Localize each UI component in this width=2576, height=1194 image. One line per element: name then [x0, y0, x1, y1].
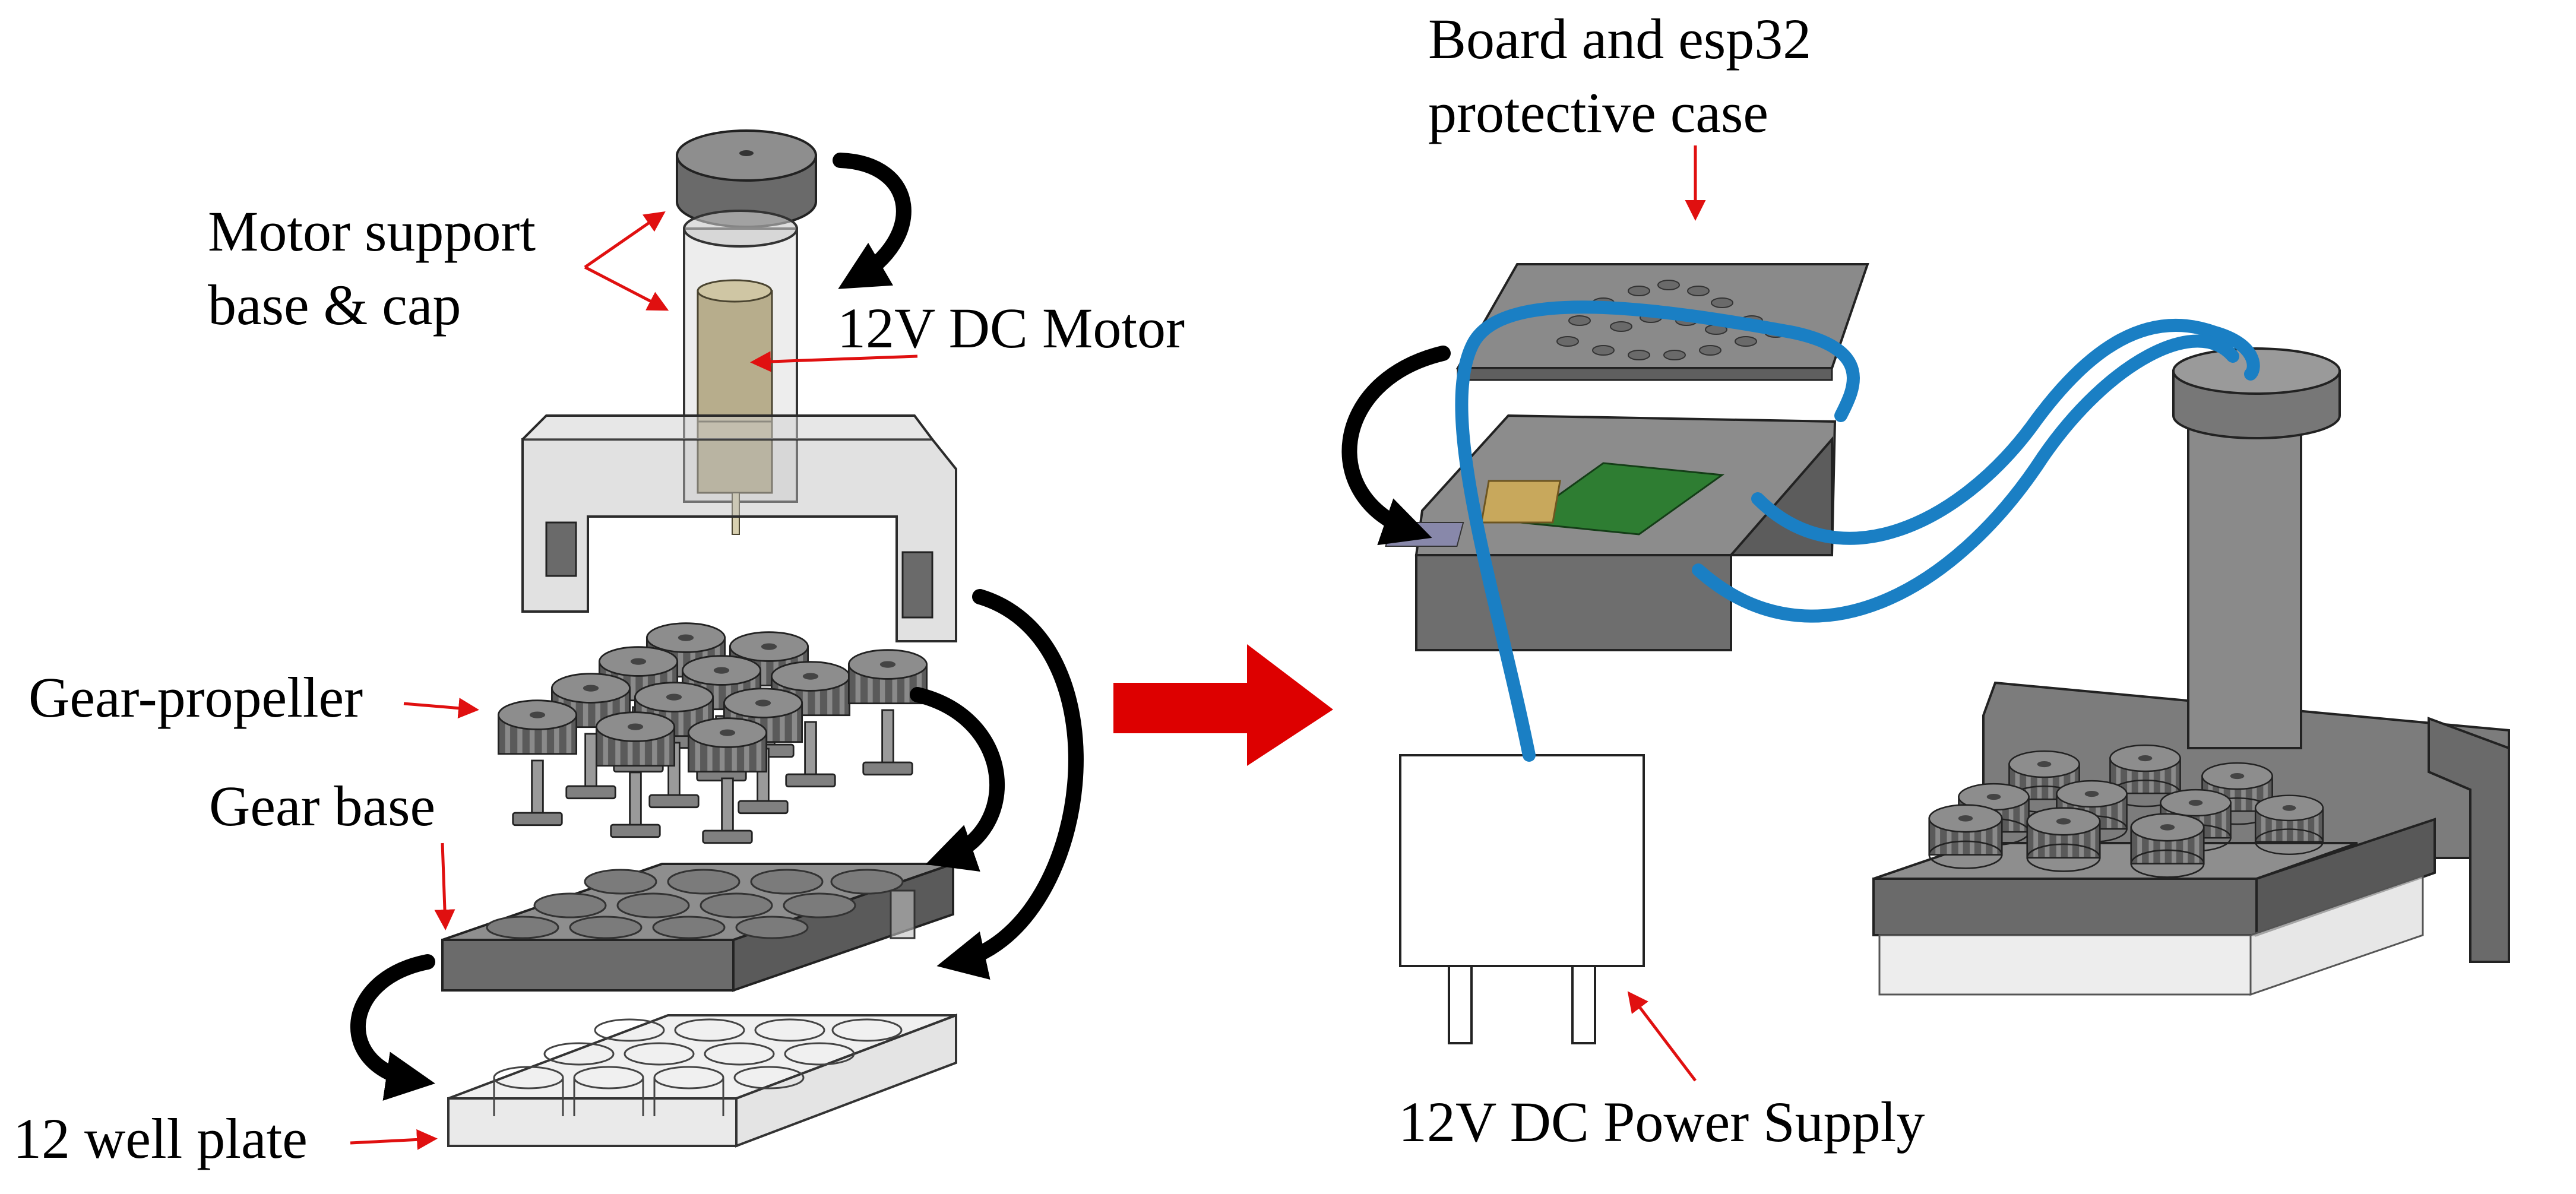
- motor-bridge-frame: [521, 414, 957, 642]
- motor-cable-a: [1751, 318, 2260, 545]
- gear-assembly-arrow: [910, 687, 1005, 872]
- cap-assembly-arrow: [833, 153, 912, 289]
- esp32-board: [1517, 462, 1725, 536]
- label-motor-support-line2: base & cap: [208, 273, 461, 337]
- label-power-supply: 12V DC Power Supply: [1398, 1090, 1925, 1154]
- assembled-device: [1872, 347, 2510, 996]
- esp32-module: [1480, 480, 1561, 524]
- gear-base-plate: [441, 862, 954, 992]
- label-board-case-line2: protective case: [1428, 81, 1768, 144]
- transition-arrow: [1113, 644, 1333, 766]
- leader-gear-base: [434, 843, 455, 930]
- gear-propellers: [497, 622, 928, 844]
- power-cable: [1455, 300, 1860, 762]
- label-board-case-line1: Board and esp32: [1428, 7, 1811, 71]
- assembly-arrows-left: [350, 153, 1084, 1101]
- case-lid: [1455, 263, 1869, 381]
- label-board-case: Board and esp32 protective case: [1428, 7, 1825, 144]
- label-gear-base: Gear base: [209, 774, 435, 838]
- well-plate: [447, 1014, 957, 1148]
- power-supply: [1399, 754, 1645, 1044]
- lid-assembly-arrow: [1341, 346, 1451, 546]
- plate-assembly-arrow: [350, 954, 435, 1101]
- frame-assembly-arrow: [936, 589, 1084, 980]
- cables: [1455, 300, 2260, 762]
- label-well-plate: 12 well plate: [13, 1107, 308, 1170]
- leader-lines: [350, 145, 1706, 1150]
- label-motor-support: Motor support base & cap: [208, 199, 550, 337]
- leader-gear-propeller: [403, 698, 479, 719]
- leader-well-plate: [350, 1129, 438, 1150]
- exploded-assembly: [441, 129, 957, 1148]
- motor-cable-b: [1692, 334, 2239, 623]
- label-dc-motor: 12V DC Motor: [837, 296, 1185, 360]
- leader-motor-base: [584, 265, 669, 311]
- leader-dc-motor: [750, 351, 918, 372]
- motor-cap: [676, 129, 817, 228]
- leader-motor-cap: [584, 211, 666, 269]
- leader-power-supply: [1627, 991, 1697, 1082]
- label-motor-support-line1: Motor support: [208, 199, 536, 263]
- label-gear-propeller: Gear-propeller: [29, 666, 363, 729]
